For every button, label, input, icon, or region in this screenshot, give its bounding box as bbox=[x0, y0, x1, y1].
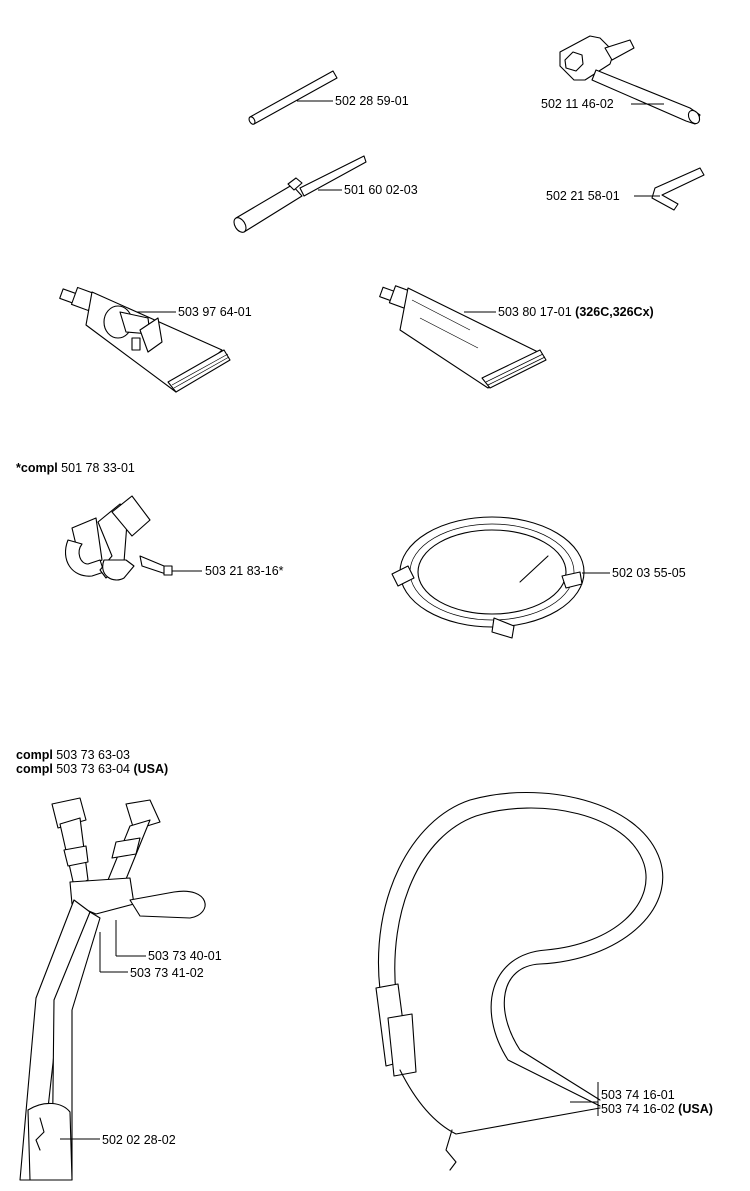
compl-clamp-number: 501 78 33-01 bbox=[61, 461, 135, 475]
compl-harness-number-2: 503 73 63-04 bbox=[56, 762, 130, 776]
part-number-combi-wrench: 502 11 46-02 bbox=[541, 97, 614, 111]
strap-2-note: (USA) bbox=[678, 1102, 713, 1116]
compl-harness-prefix-1: compl bbox=[16, 748, 53, 762]
part-number-harness-buckle: 503 73 40-01 bbox=[148, 949, 222, 963]
compl-harness-note-2: (USA) bbox=[133, 762, 169, 776]
punch-illustration bbox=[248, 70, 338, 125]
grease-tube-1-illustration bbox=[59, 286, 231, 393]
part-number-grease-tube-2: 503 80 17-01 (326C,326Cx) bbox=[498, 305, 654, 319]
compl-clamp-label: *compl 501 78 33-01 bbox=[16, 461, 135, 475]
grease-tube-2-number: 503 80 17-01 bbox=[498, 305, 572, 319]
part-number-grease-tube-1: 503 97 64-01 bbox=[178, 305, 252, 319]
part-number-guard-ring: 502 03 55-05 bbox=[612, 566, 686, 580]
compl-harness-label-1: compl 503 73 63-03 bbox=[16, 748, 130, 762]
part-number-file-handle: 501 60 02-03 bbox=[344, 183, 418, 197]
combi-wrench-illustration bbox=[559, 35, 701, 125]
clamp-illustration bbox=[65, 495, 202, 581]
hex-key-illustration bbox=[634, 167, 705, 211]
part-number-hex-key: 502 21 58-01 bbox=[546, 189, 620, 203]
part-number-punch: 502 28 59-01 bbox=[335, 94, 409, 108]
file-handle-illustration bbox=[233, 155, 367, 233]
harness-illustration bbox=[19, 797, 206, 1181]
strap-illustration bbox=[375, 791, 664, 1171]
part-number-harness-hook: 502 02 28-02 bbox=[102, 1133, 176, 1147]
guard-ring-illustration bbox=[391, 516, 610, 639]
compl-harness-label-2: compl 503 73 63-04 (USA) bbox=[16, 762, 168, 776]
compl-clamp-prefix: *compl bbox=[16, 461, 58, 475]
part-number-clamp-screw: 503 21 83-16* bbox=[205, 564, 284, 578]
compl-harness-number-1: 503 73 63-03 bbox=[56, 748, 130, 762]
compl-harness-prefix-2: compl bbox=[16, 762, 53, 776]
strap-2-number: 503 74 16-02 bbox=[601, 1102, 675, 1116]
part-number-strap-1: 503 74 16-01 bbox=[601, 1088, 675, 1102]
part-number-strap-2: 503 74 16-02 (USA) bbox=[601, 1102, 713, 1116]
part-number-harness-pad: 503 73 41-02 bbox=[130, 966, 204, 980]
grease-tube-2-note: (326C,326Cx) bbox=[575, 305, 654, 319]
grease-tube-2-illustration bbox=[379, 285, 547, 389]
